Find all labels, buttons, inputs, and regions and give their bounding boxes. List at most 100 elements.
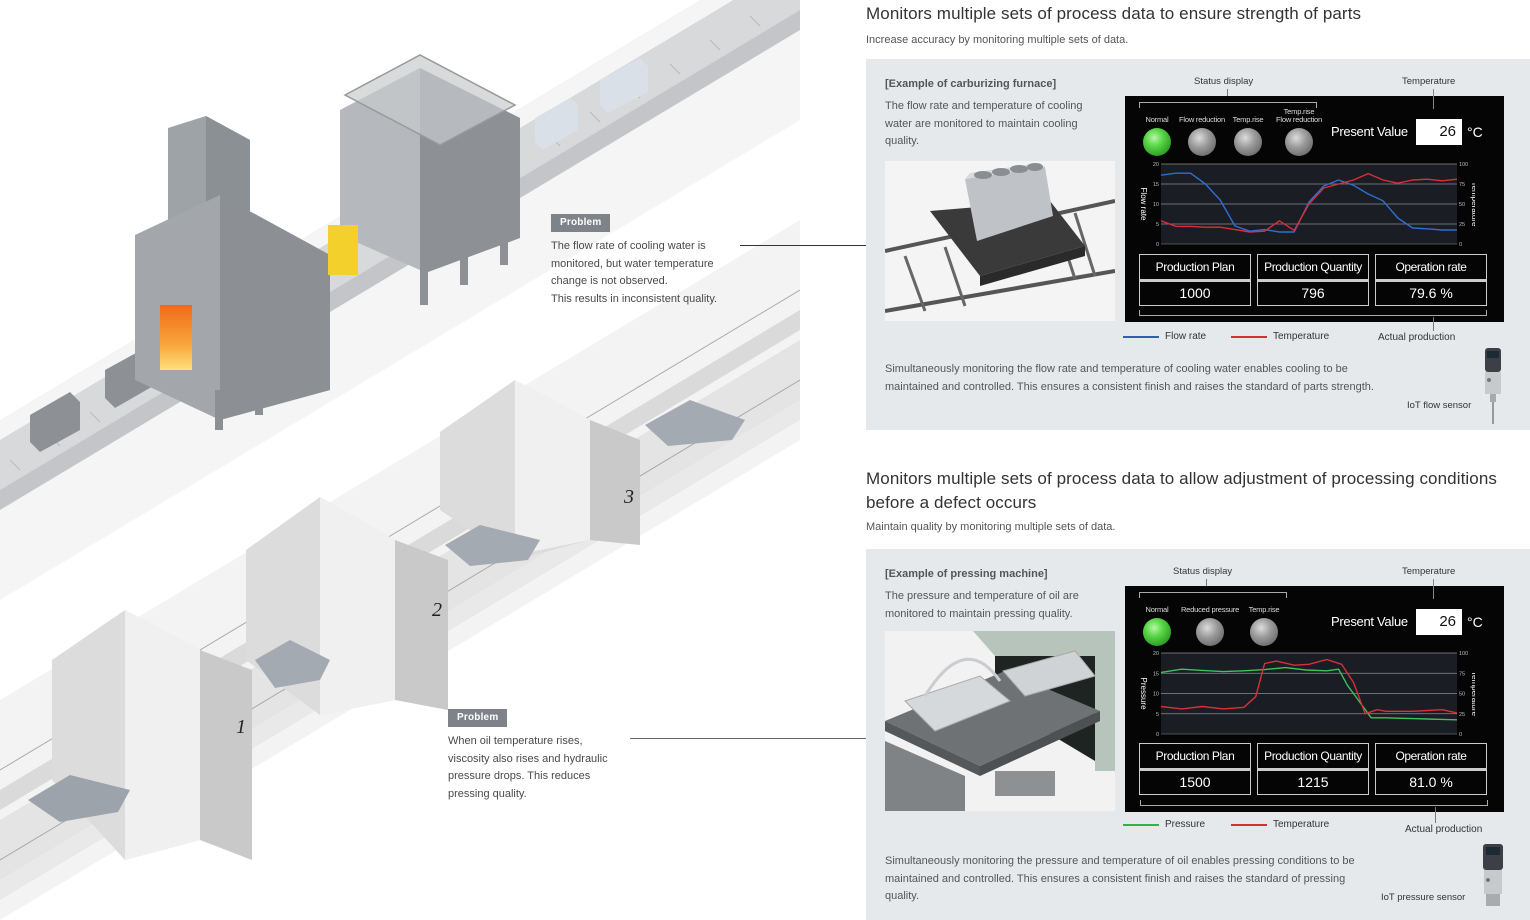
y-tick-label: 5 <box>1156 712 1159 718</box>
y-tick-label: 10 <box>1153 692 1159 698</box>
legend-pressure: Pressure <box>1123 819 1205 830</box>
production-line-drawing: 1 2 3 <box>0 0 800 920</box>
temperature-label: Temperature <box>1402 76 1456 87</box>
production-quantity-cell: Production Quantity 796 <box>1257 254 1369 306</box>
status-lamp-group-reduced-pressure: Reduced pressure <box>1179 596 1241 646</box>
section-title: Monitors multiple sets of process data t… <box>866 469 1497 512</box>
lamp-label: Reduced pressure <box>1180 605 1240 614</box>
status-display-label: Status display <box>1173 566 1233 577</box>
flow-sensor-icon <box>1485 348 1501 424</box>
present-value-display: 26 <box>1416 119 1462 145</box>
status-lamp-temp-rise-flow-reduction <box>1285 128 1313 156</box>
lamp-label: Normal <box>1145 605 1169 614</box>
factory-illustration: 1 2 3 Problem The flow rate of cooling w… <box>0 0 800 920</box>
y2-tick-label: 100 <box>1459 651 1468 657</box>
production-table: Production Plan 1000 Production Quantity… <box>1139 254 1487 306</box>
example-title: [Example of pressing machine] <box>885 568 1048 580</box>
y2-tick-label: 50 <box>1459 692 1465 698</box>
legend-label: Temperature <box>1273 331 1330 342</box>
status-bracket <box>1139 592 1287 598</box>
production-quantity-cell: Production Quantity 1215 <box>1257 743 1369 795</box>
present-value-label: Present Value <box>1331 124 1408 139</box>
example-title: [Example of carburizing furnace] <box>885 78 1057 90</box>
y2-tick-label: 25 <box>1459 712 1465 718</box>
production-plan-header: Production Plan <box>1139 743 1251 769</box>
status-lamp-flow-reduction <box>1188 128 1216 156</box>
operation-rate-value: 81.0 % <box>1375 769 1487 795</box>
production-plan-cell: Production Plan 1500 <box>1139 743 1251 795</box>
section-subtitle: Increase accuracy by monitoring multiple… <box>866 34 1129 46</box>
lamp-label: Temp.rise <box>1232 115 1264 124</box>
legend-swatch-red <box>1231 823 1267 826</box>
section-title: Monitors multiple sets of process data t… <box>866 4 1362 23</box>
callout-line <box>1435 807 1436 823</box>
production-quantity-value: 796 <box>1257 280 1369 306</box>
leader-line <box>740 245 866 246</box>
operation-rate-header: Operation rate <box>1375 743 1487 769</box>
y2-tick-label: 50 <box>1459 202 1465 208</box>
y2-tick-label: 75 <box>1459 671 1465 677</box>
legend-swatch-blue <box>1123 335 1159 338</box>
y-tick-label: 0 <box>1156 732 1159 738</box>
actual-production-label: Actual production <box>1378 332 1456 343</box>
status-lamp-temp-rise <box>1234 128 1262 156</box>
problem-text: The flow rate of cooling water is monito… <box>551 240 718 305</box>
y2-tick-label: 25 <box>1459 222 1465 228</box>
production-bracket <box>1139 310 1487 316</box>
operation-rate-value: 79.6 % <box>1375 280 1487 306</box>
legend-temperature: Temperature <box>1231 331 1329 342</box>
y-tick-label: 20 <box>1153 651 1159 657</box>
operation-rate-cell: Operation rate 81.0 % <box>1375 743 1487 795</box>
y2-tick-label: 75 <box>1459 182 1465 188</box>
status-lamp-normal <box>1143 128 1171 156</box>
operation-rate-header: Operation rate <box>1375 254 1487 280</box>
press-number-2: 2 <box>432 599 442 621</box>
status-bracket <box>1139 102 1317 108</box>
summary-text: Simultaneously monitoring the flow rate … <box>885 363 1374 393</box>
present-value-unit: °C <box>1467 614 1483 630</box>
pressure-sensor-icon <box>1483 844 1503 906</box>
lamp-label: Flow reduction <box>1179 115 1225 124</box>
status-lamp-group-normal: Normal <box>1137 596 1177 646</box>
quench-tank <box>328 54 520 305</box>
y2-tick-label: 0 <box>1459 732 1462 738</box>
production-quantity-header: Production Quantity <box>1257 743 1369 769</box>
production-plan-header: Production Plan <box>1139 254 1251 280</box>
present-value-unit: °C <box>1467 124 1483 140</box>
sensor-label: IoT pressure sensor <box>1381 892 1466 903</box>
example-description: The pressure and temperature of oil are … <box>885 590 1079 620</box>
status-lamp-reduced-pressure <box>1196 618 1224 646</box>
series-line-flow-rate <box>1160 172 1457 233</box>
status-lamp-normal <box>1143 618 1171 646</box>
monitoring-screen: Normal Reduced pressure Temp.rise Presen… <box>1125 586 1504 812</box>
sensor-label: IoT flow sensor <box>1407 400 1472 411</box>
callout-line <box>1433 89 1434 109</box>
section-carburizing: Monitors multiple sets of process data t… <box>866 2 1530 46</box>
press-machine-photo <box>885 631 1115 811</box>
status-lamp-temp-rise <box>1250 618 1278 646</box>
y2-axis-label: Temperature <box>1470 182 1475 227</box>
lamp-label: Normal <box>1145 115 1169 124</box>
actual-production-label: Actual production <box>1405 824 1483 835</box>
section-subtitle: Maintain quality by monitoring multiple … <box>866 521 1116 533</box>
monitoring-screen: Normal Flow reduction Temp.rise Temp.ris… <box>1125 96 1504 322</box>
production-quantity-header: Production Quantity <box>1257 254 1369 280</box>
callout-line <box>1433 317 1434 331</box>
press-line <box>0 289 800 880</box>
example-description: The flow rate and temperature of cooling… <box>885 100 1083 147</box>
carburizing-furnace <box>135 116 330 430</box>
y-tick-label: 5 <box>1156 222 1159 228</box>
y2-axis-label: Temperature <box>1470 671 1475 716</box>
y-axis-label: Pressure <box>1139 677 1148 710</box>
legend-flow-rate: Flow rate <box>1123 331 1206 342</box>
lamp-label: Temp.rise Flow reduction <box>1276 107 1322 124</box>
status-lamp-group-temp-rise: Temp.rise <box>1227 106 1269 156</box>
y2-tick-label: 100 <box>1459 162 1468 168</box>
press-number-3: 3 <box>623 486 634 508</box>
y2-tick-label: 0 <box>1459 242 1462 248</box>
y-tick-label: 20 <box>1153 162 1159 168</box>
legend-temperature: Temperature <box>1231 819 1329 830</box>
production-plan-value: 1500 <box>1139 769 1251 795</box>
y-tick-label: 15 <box>1153 182 1159 188</box>
production-plan-cell: Production Plan 1000 <box>1139 254 1251 306</box>
